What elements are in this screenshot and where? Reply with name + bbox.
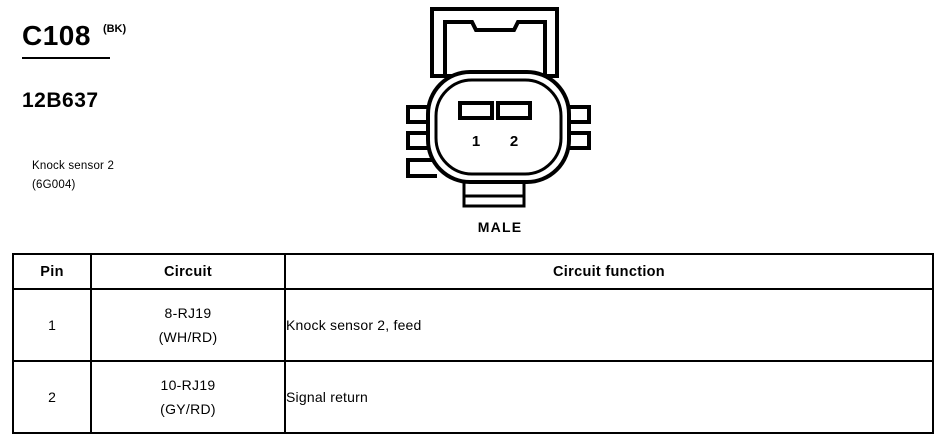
strain-relief-upper xyxy=(462,180,526,198)
circuit-wire-color: (GY/RD) xyxy=(160,401,216,417)
cell-circuit-function: Knock sensor 2, feed xyxy=(284,288,934,362)
column-header-pin: Pin xyxy=(12,253,92,290)
left-latch-wing xyxy=(406,105,437,178)
connector-code: C108 xyxy=(22,20,91,51)
table-body: 1 8-RJ19 (WH/RD) Knock sensor 2, feed 2 … xyxy=(12,288,934,434)
lock-tab-inner-housing xyxy=(443,20,547,78)
connector-code-row: C108 (BK) xyxy=(22,22,126,50)
column-header-circuit-function: Circuit function xyxy=(284,253,934,290)
connector-illustration: 1 2 MALE xyxy=(390,0,610,245)
connector-identification-block: C108 (BK) 12B637 Knock sensor 2 (6G004) xyxy=(0,0,300,240)
pinout-table: Pin Circuit Circuit function 1 8-RJ19 (W… xyxy=(12,253,934,434)
connector-face-diagram: 1 2 xyxy=(406,7,591,208)
terminal-cavity-2 xyxy=(496,101,532,120)
cell-circuit: 10-RJ19 (GY/RD) xyxy=(90,360,286,434)
connector-part-number: 12B637 xyxy=(22,89,99,112)
table-header: Pin Circuit Circuit function xyxy=(12,253,934,290)
terminal-cavity-1 xyxy=(458,101,494,120)
connector-body-inner xyxy=(434,78,563,176)
lock-tab-outer-housing xyxy=(430,7,559,78)
component-name: Knock sensor 2 xyxy=(32,160,115,172)
connector-gender-label: MALE xyxy=(477,219,523,235)
header-row: Pin Circuit Circuit function xyxy=(12,253,934,290)
cell-pin: 1 xyxy=(12,288,92,362)
cell-pin: 2 xyxy=(12,360,92,434)
pin-marker-2: 2 xyxy=(510,133,518,150)
table-row: 2 10-RJ19 (GY/RD) Signal return xyxy=(12,360,934,434)
cell-circuit-function: Signal return xyxy=(284,360,934,434)
circuit-wire-color: (WH/RD) xyxy=(158,329,218,345)
strain-relief-lower xyxy=(462,194,526,208)
component-description: Knock sensor 2 (6G004) xyxy=(32,157,114,195)
cell-circuit: 8-RJ19 (WH/RD) xyxy=(90,288,286,362)
circuit-identifier: 10-RJ19 xyxy=(160,377,216,393)
right-latch-wing xyxy=(563,105,591,150)
pin-marker-1: 1 xyxy=(472,133,480,150)
column-header-circuit: Circuit xyxy=(90,253,286,290)
circuit-identifier: 8-RJ19 xyxy=(164,305,212,321)
connector-code-underline xyxy=(22,57,110,59)
component-part-number: (6G004) xyxy=(32,179,76,191)
connector-color-code: (BK) xyxy=(102,23,127,35)
table-row: 1 8-RJ19 (WH/RD) Knock sensor 2, feed xyxy=(12,288,934,362)
